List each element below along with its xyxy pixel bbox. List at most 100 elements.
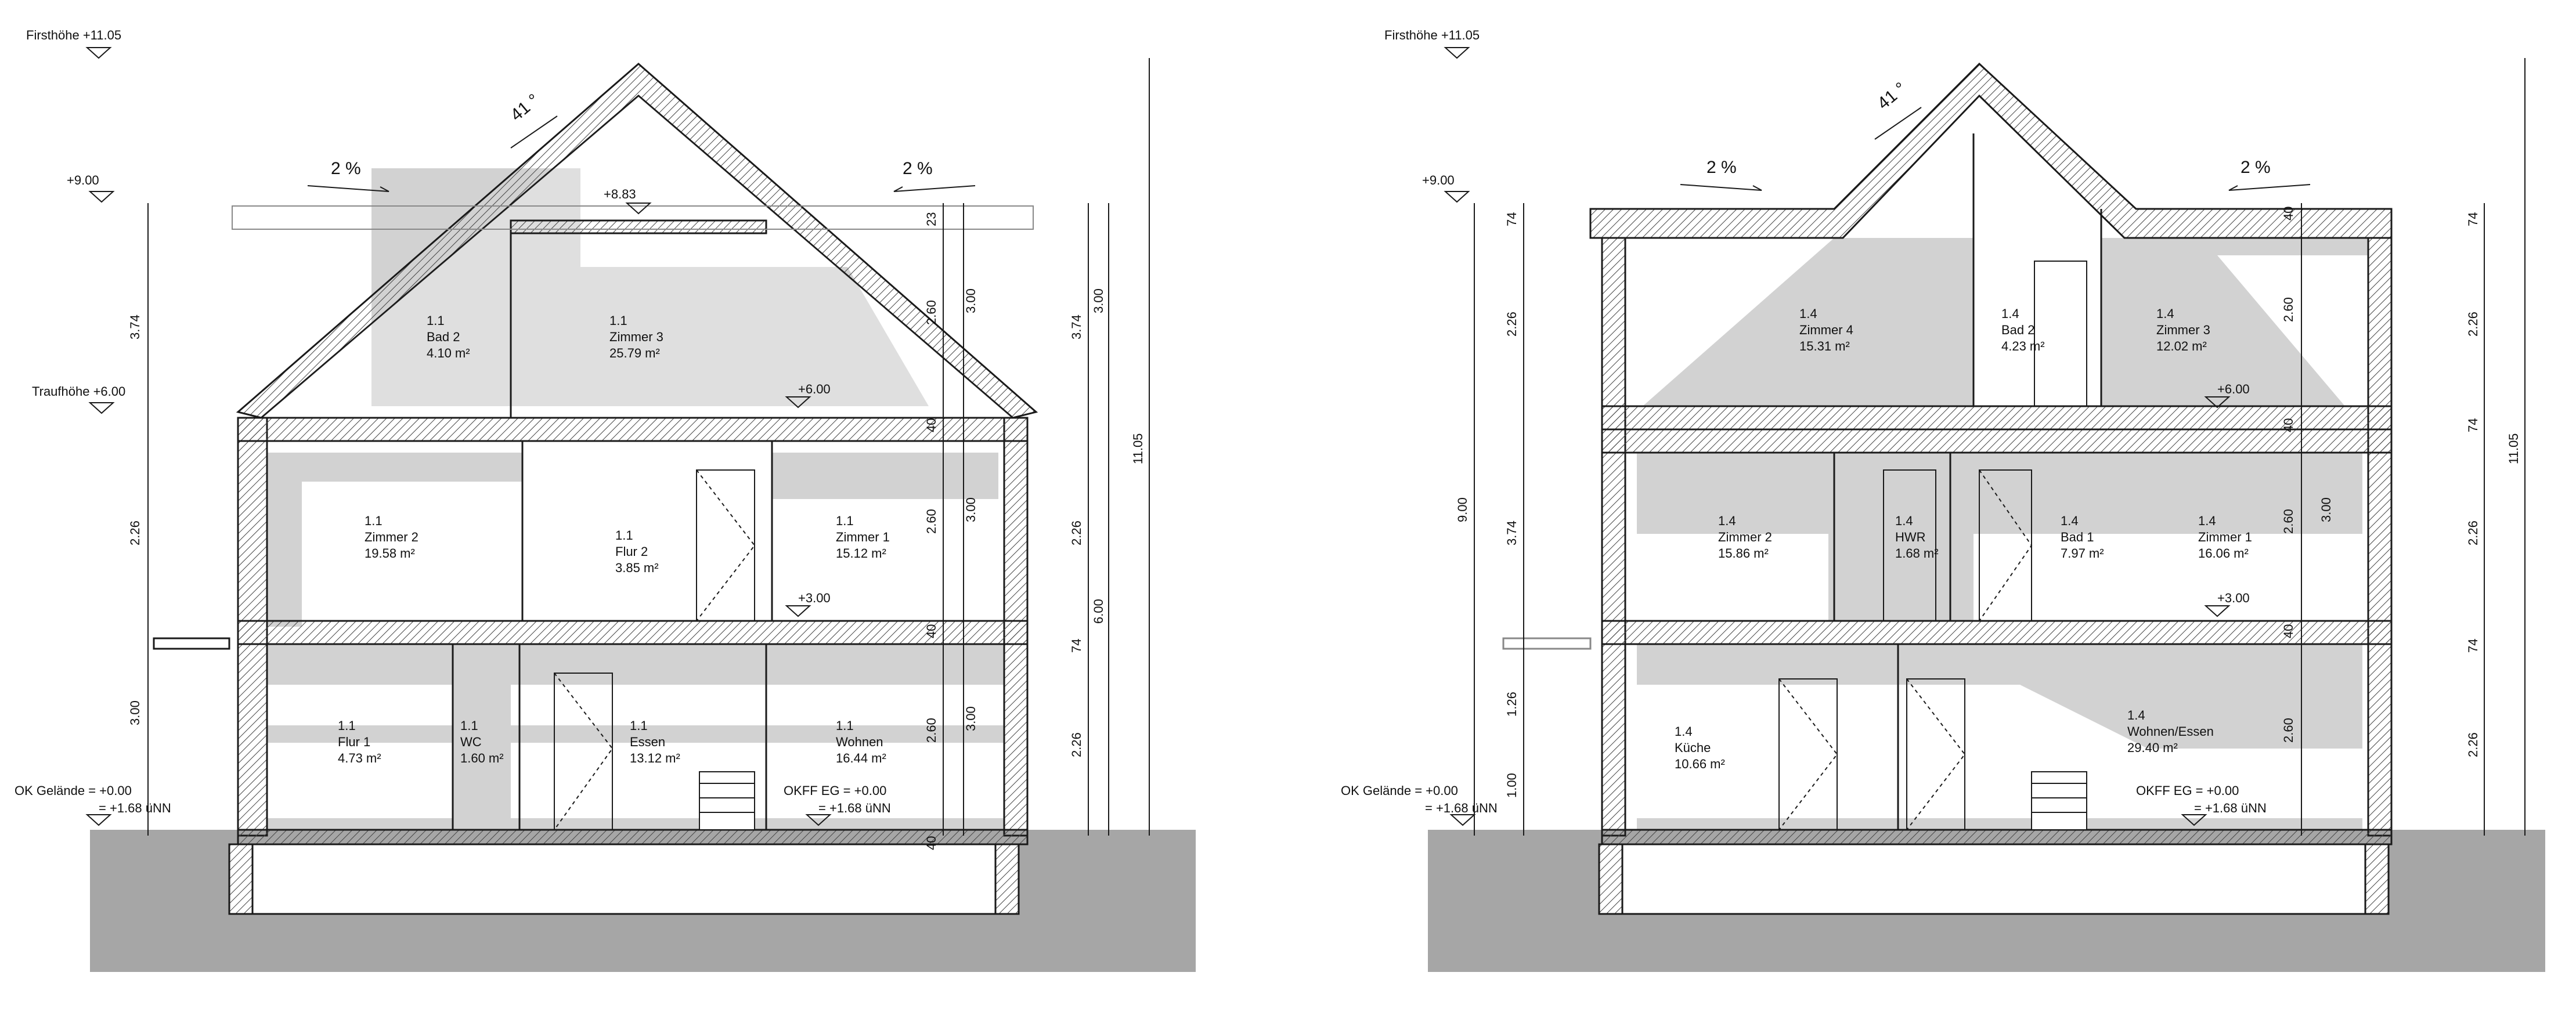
labels-left: Firsthöhe +11.05 +9.00 Traufhöhe +6.00 O… xyxy=(15,28,1150,850)
balcony-stub-right xyxy=(1502,637,1592,650)
room-zimmer1-left: 1.1 Zimmer 1 15.12 m² xyxy=(836,514,890,561)
svg-text:Zimmer 4: Zimmer 4 xyxy=(1799,323,1853,337)
section-right xyxy=(1428,62,2545,972)
svg-text:WC: WC xyxy=(460,735,482,749)
room-shadows-right xyxy=(1637,238,2368,830)
svg-text:15.86 m²: 15.86 m² xyxy=(1718,546,1769,561)
svg-text:1.4: 1.4 xyxy=(2127,708,2145,722)
svg-text:74: 74 xyxy=(2466,418,2480,432)
elev-ground-nn-left: = +1.68 üNN xyxy=(99,801,171,815)
svg-text:4.23 m²: 4.23 m² xyxy=(2001,339,2045,353)
svg-text:40: 40 xyxy=(2281,624,2296,638)
svg-text:10.66 m²: 10.66 m² xyxy=(1675,757,1725,771)
structure-left xyxy=(237,221,1029,845)
svg-text:3.00: 3.00 xyxy=(964,288,978,313)
svg-text:3.74: 3.74 xyxy=(128,315,142,339)
svg-text:15.31 m²: 15.31 m² xyxy=(1799,339,1850,353)
svg-text:1.1: 1.1 xyxy=(460,718,478,733)
svg-text:29.40 m²: 29.40 m² xyxy=(2127,740,2178,755)
svg-text:3.00: 3.00 xyxy=(128,700,142,725)
svg-text:40: 40 xyxy=(924,624,939,638)
svg-text:1.1: 1.1 xyxy=(609,313,627,328)
roof-right xyxy=(1589,62,2393,239)
svg-text:23: 23 xyxy=(924,212,939,226)
svg-text:1.4: 1.4 xyxy=(2156,306,2174,321)
svg-text:Bad 2: Bad 2 xyxy=(2001,323,2035,337)
stair-right xyxy=(2031,771,2087,830)
room-zimmer3-right: 1.4 Zimmer 3 12.02 m² xyxy=(2156,306,2210,353)
dimension-text-left: 3.74 2.26 3.00 23 2.60 3.00 40 2.60 3.00… xyxy=(128,212,1145,850)
slope-right-a: 2 % xyxy=(1706,158,1737,177)
room-bad2-left: 1.1 Bad 2 4.10 m² xyxy=(427,313,470,360)
svg-text:13.12 m²: 13.12 m² xyxy=(630,751,680,765)
labels-right: Firsthöhe +11.05 +9.00 OK Gelände = +0.0… xyxy=(1341,28,2526,836)
svg-text:1.4: 1.4 xyxy=(1718,514,1736,528)
svg-text:3.00: 3.00 xyxy=(964,497,978,522)
room-essen-left: 1.1 Essen 13.12 m² xyxy=(630,718,680,765)
svg-text:OK Gelände = +0.00: OK Gelände = +0.00 xyxy=(1341,783,1458,798)
svg-text:Flur 1: Flur 1 xyxy=(338,735,370,749)
elev-attic-left: +8.83 xyxy=(604,187,636,201)
svg-text:Firsthöhe +11.05: Firsthöhe +11.05 xyxy=(1384,28,1480,42)
svg-text:3.00: 3.00 xyxy=(964,706,978,731)
svg-text:16.06 m²: 16.06 m² xyxy=(2198,546,2249,561)
svg-text:Zimmer 1: Zimmer 1 xyxy=(836,530,890,544)
room-wc-left: 1.1 WC 1.60 m² xyxy=(460,718,504,765)
svg-text:Wohnen: Wohnen xyxy=(836,735,883,749)
svg-text:2.60: 2.60 xyxy=(2281,297,2296,322)
svg-text:2.26: 2.26 xyxy=(2466,312,2480,337)
slope-right-b: 2 % xyxy=(2241,158,2271,177)
svg-text:3.85 m²: 3.85 m² xyxy=(615,561,659,575)
svg-text:Zimmer 3: Zimmer 3 xyxy=(2156,323,2210,337)
svg-text:2.26: 2.26 xyxy=(1505,312,1519,337)
svg-text:1.1: 1.1 xyxy=(836,718,854,733)
elevation-markers-right: Firsthöhe +11.05 +9.00 OK Gelände = +0.0… xyxy=(1341,28,2267,826)
svg-text:HWR: HWR xyxy=(1895,530,1926,544)
doors-left xyxy=(554,469,756,830)
room-zimmer2-right: 1.4 Zimmer 2 15.86 m² xyxy=(1718,514,1772,561)
svg-text:6.00: 6.00 xyxy=(1091,599,1106,624)
svg-text:1.00: 1.00 xyxy=(1505,773,1519,798)
elev-ffl-nn-left: = +1.68 üNN xyxy=(818,801,891,815)
elev-eaves-left: Traufhöhe +6.00 xyxy=(32,384,125,399)
svg-text:11.05: 11.05 xyxy=(2506,433,2521,464)
svg-text:2.60: 2.60 xyxy=(2281,718,2296,743)
svg-text:3.00: 3.00 xyxy=(1091,288,1106,313)
room-wohnen-essen-right: 1.4 Wohnen/Essen 29.40 m² xyxy=(2127,708,2214,755)
dimension-text-right: 74 2.26 9.00 3.74 1.26 1.00 40 2.60 40 2… xyxy=(1455,207,2521,798)
svg-text:Küche: Küche xyxy=(1675,740,1711,755)
svg-text:3.74: 3.74 xyxy=(1505,521,1519,545)
svg-text:15.12 m²: 15.12 m² xyxy=(836,546,886,561)
svg-text:1.1: 1.1 xyxy=(630,718,648,733)
svg-text:Zimmer 2: Zimmer 2 xyxy=(1718,530,1772,544)
svg-text:1.4: 1.4 xyxy=(2001,306,2019,321)
room-zimmer2-left: 1.1 Zimmer 2 19.58 m² xyxy=(365,514,418,561)
svg-text:1.4: 1.4 xyxy=(1799,306,1817,321)
svg-text:1.26: 1.26 xyxy=(1505,692,1519,717)
room-hwr-right: 1.4 HWR 1.68 m² xyxy=(1895,514,1939,561)
svg-text:40: 40 xyxy=(924,836,939,850)
elev-ground-left: OK Gelände = +0.00 xyxy=(15,783,132,798)
svg-text:40: 40 xyxy=(924,418,939,432)
room-zimmer1-right: 1.4 Zimmer 1 16.06 m² xyxy=(2198,514,2252,561)
svg-text:40: 40 xyxy=(2281,207,2296,221)
svg-text:Zimmer 2: Zimmer 2 xyxy=(365,530,418,544)
svg-text:3.00: 3.00 xyxy=(2319,497,2333,522)
svg-text:3.74: 3.74 xyxy=(1069,315,1084,339)
roof-pitch-left: 41 ° xyxy=(507,91,543,125)
room-zimmer4-right: 1.4 Zimmer 4 15.31 m² xyxy=(1799,306,1853,353)
svg-text:+6.00: +6.00 xyxy=(2217,382,2250,396)
dimension-lines-left xyxy=(147,58,1150,836)
svg-text:+3.00: +3.00 xyxy=(2217,591,2250,605)
svg-text:2.60: 2.60 xyxy=(924,509,939,534)
svg-text:= +1.68 üNN: = +1.68 üNN xyxy=(1425,801,1498,815)
svg-text:4.73 m²: 4.73 m² xyxy=(338,751,381,765)
svg-text:74: 74 xyxy=(2466,212,2480,226)
svg-text:1.4: 1.4 xyxy=(1895,514,1913,528)
balcony-stub-left xyxy=(153,637,230,650)
svg-text:1.1: 1.1 xyxy=(615,528,633,543)
svg-text:1.1: 1.1 xyxy=(365,514,383,528)
svg-text:2.60: 2.60 xyxy=(924,300,939,325)
svg-text:4.10 m²: 4.10 m² xyxy=(427,346,470,360)
